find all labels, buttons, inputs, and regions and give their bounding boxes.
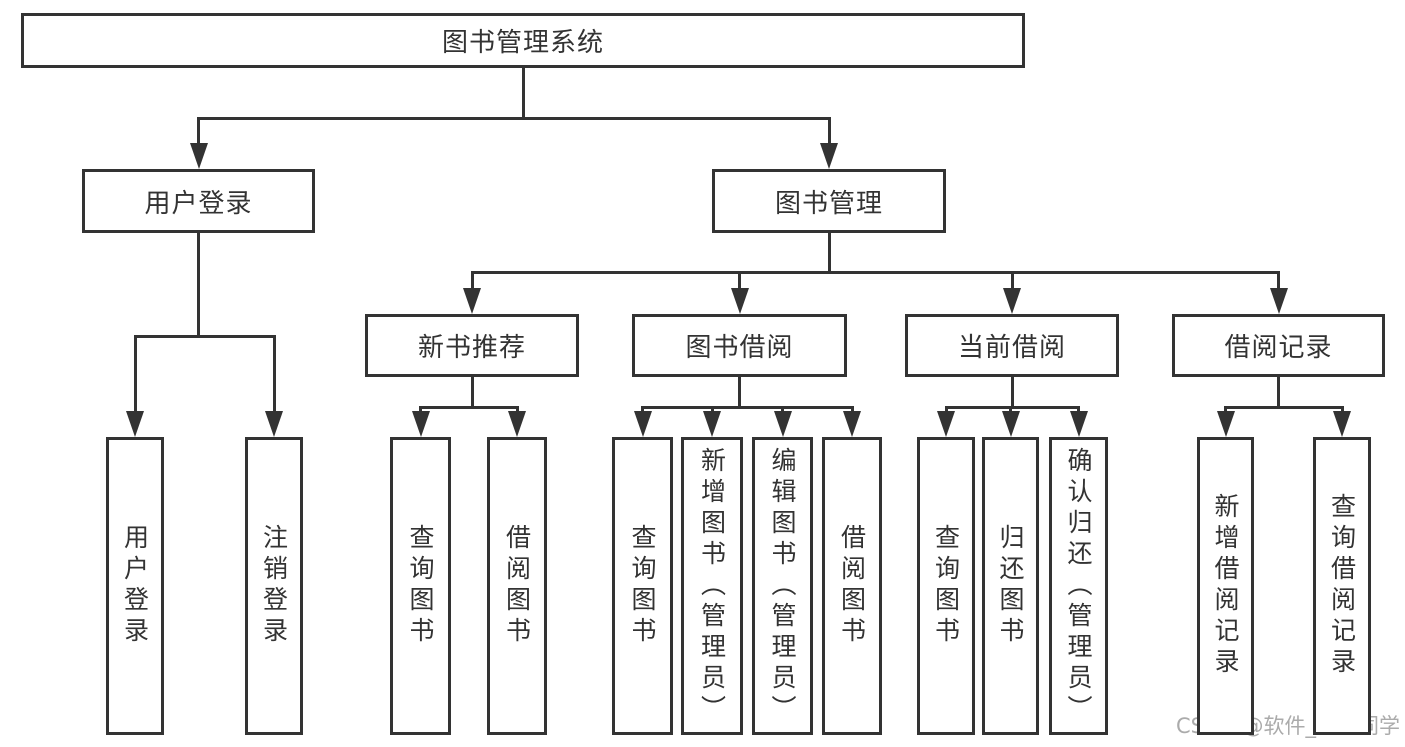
node-rec-borrow: 借阅图书	[487, 437, 547, 735]
node-label: 查询图书	[628, 524, 657, 648]
node-current-query: 查询图书	[917, 437, 975, 735]
node-label: 新增图书（管理员）	[697, 446, 727, 726]
arrow-down-icon	[189, 143, 208, 169]
connector-branch	[419, 405, 519, 409]
arrow-down-icon	[463, 288, 481, 314]
connector-branch	[641, 405, 854, 409]
node-borrow-edit: 编辑图书（管理员）	[752, 437, 813, 735]
connector-stem	[1010, 377, 1014, 409]
node-label: 归还图书	[996, 524, 1025, 648]
arrow-down-icon	[633, 411, 652, 437]
node-label: 图书借阅	[685, 333, 794, 363]
connector-stem	[827, 233, 831, 274]
node-label: 当前借阅	[957, 333, 1066, 363]
arrow-down-icon	[820, 143, 838, 169]
connector-drop	[197, 116, 200, 149]
connector-branch	[133, 334, 276, 338]
node-label: 查询图书	[406, 524, 435, 648]
node-login-user: 用户登录	[106, 437, 164, 735]
arrow-down-icon	[265, 411, 283, 437]
node-rec: 新书推荐	[365, 314, 579, 377]
arrow-down-icon	[730, 288, 749, 314]
node-records-add: 新增借阅记录	[1197, 437, 1254, 735]
node-label: 新书推荐	[417, 333, 526, 363]
connector-stem	[521, 68, 525, 120]
node-current-return: 归还图书	[982, 437, 1039, 735]
connector-drop	[1277, 270, 1280, 294]
node-label: 图书管理	[774, 188, 883, 219]
connector-stem	[197, 233, 200, 338]
connector-stem	[1277, 377, 1280, 409]
node-label: 确认归还（管理员）	[1064, 446, 1093, 726]
node-label: 新增借阅记录	[1211, 493, 1240, 679]
node-label: 用户登录	[120, 524, 150, 648]
arrow-down-icon	[843, 411, 861, 437]
arrow-down-icon	[1216, 411, 1235, 437]
node-current-confirm: 确认归还（管理员）	[1049, 437, 1108, 735]
node-current: 当前借阅	[905, 314, 1119, 377]
connector-branch	[1224, 405, 1344, 409]
node-mgmt: 图书管理	[712, 169, 946, 233]
connector-drop	[133, 334, 137, 417]
node-label: 查询图书	[931, 524, 961, 648]
node-rec-query: 查询图书	[390, 437, 451, 735]
arrow-down-icon	[411, 411, 430, 437]
node-label: 编辑图书（管理员）	[768, 446, 797, 726]
connector-stem	[470, 377, 474, 409]
node-borrow: 图书借阅	[632, 314, 847, 377]
node-label: 借阅记录	[1224, 333, 1333, 363]
arrow-down-icon	[1003, 288, 1021, 314]
node-root: 图书管理系统	[21, 13, 1025, 68]
connector-drop	[1010, 270, 1014, 294]
connector-branch	[197, 116, 831, 120]
arrow-down-icon	[703, 411, 721, 437]
node-records: 借阅记录	[1172, 314, 1385, 377]
arrow-down-icon	[1069, 411, 1088, 437]
connector-stem	[738, 377, 741, 409]
node-label: 查询借阅记录	[1327, 493, 1357, 679]
connector-drop	[272, 334, 276, 417]
node-borrow-add: 新增图书（管理员）	[681, 437, 743, 735]
connector-drop	[738, 270, 741, 294]
connector-drop	[470, 270, 474, 294]
node-label: 注销登录	[259, 524, 289, 648]
node-records-query: 查询借阅记录	[1313, 437, 1371, 735]
connector-drop	[827, 116, 831, 149]
arrow-down-icon	[1269, 288, 1288, 314]
node-label: 用户登录	[144, 188, 253, 219]
node-login: 用户登录	[82, 169, 315, 233]
node-borrow-query: 查询图书	[612, 437, 673, 735]
arrow-down-icon	[1001, 411, 1020, 437]
node-borrow-borrow: 借阅图书	[822, 437, 882, 735]
connector-branch	[470, 270, 1280, 274]
node-label: 图书管理系统	[441, 28, 604, 58]
arrow-down-icon	[126, 411, 144, 437]
arrow-down-icon	[937, 411, 955, 437]
node-label: 借阅图书	[502, 524, 532, 648]
arrow-down-icon	[508, 411, 526, 437]
node-label: 借阅图书	[837, 524, 867, 648]
connector-branch	[944, 405, 1080, 409]
node-login-logout: 注销登录	[245, 437, 303, 735]
arrow-down-icon	[773, 411, 792, 437]
arrow-down-icon	[1333, 411, 1351, 437]
